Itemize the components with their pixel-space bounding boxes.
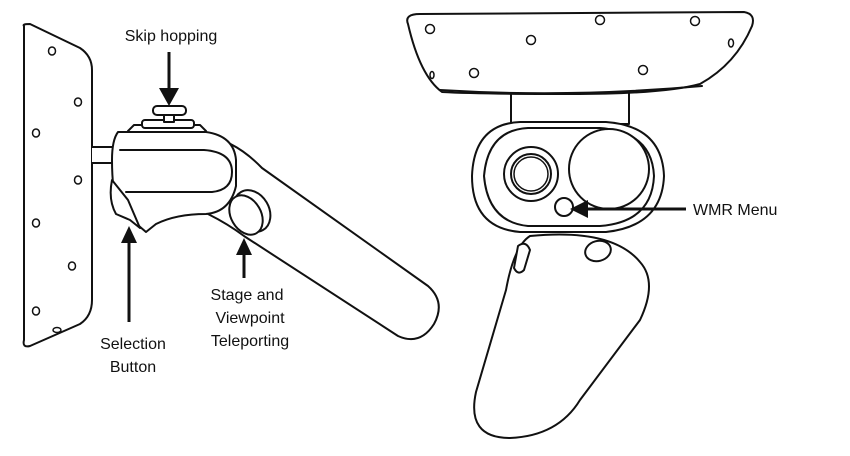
front-ring-rim: [439, 85, 703, 95]
arrow-wmr-menu: [570, 200, 686, 218]
front-menu-ellipse: [584, 239, 612, 263]
label-selection-line2: Button: [110, 359, 156, 376]
front-handle: [473, 233, 650, 439]
front-ring-leds: [424, 14, 735, 80]
front-trigger-sliver: [513, 242, 531, 274]
side-grab-button: [228, 189, 272, 236]
front-joystick: [503, 146, 559, 202]
side-trigger-shape: [109, 179, 141, 229]
side-view-controller: [22, 23, 440, 348]
label-skip-hopping: Skip hopping: [125, 28, 218, 45]
side-tracking-ring: [22, 23, 93, 348]
label-stage-line2: Viewpoint: [215, 310, 285, 327]
side-handle: [204, 135, 440, 340]
arrow-skip-hopping: [159, 52, 179, 106]
label-selection-line1: Selection: [100, 336, 166, 353]
front-head-inner: [483, 127, 655, 227]
arrow-selection-button: [121, 226, 137, 322]
side-top-housing: [119, 149, 233, 193]
label-wmr-menu: WMR Menu: [693, 202, 777, 219]
front-tracking-ring: [406, 11, 754, 95]
side-body: [111, 131, 237, 233]
side-ring-leds: [31, 46, 83, 334]
front-touchpad: [568, 128, 650, 210]
front-wmr-button: [554, 197, 574, 217]
front-view-controller: [406, 11, 754, 439]
side-joystick: [141, 105, 195, 129]
arrow-stage-teleporting: [236, 238, 252, 278]
label-stage-line1: Stage and: [211, 287, 284, 304]
label-stage-line3: Teleporting: [211, 333, 289, 350]
